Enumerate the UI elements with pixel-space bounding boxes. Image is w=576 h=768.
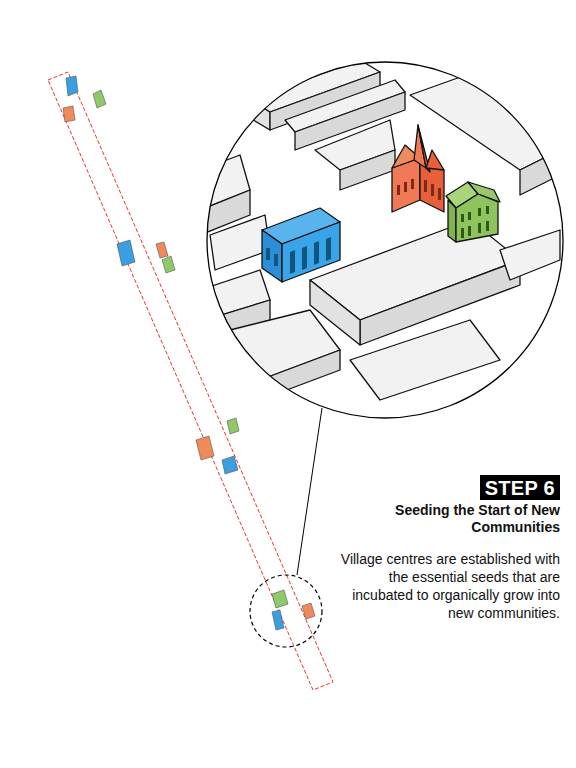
magnifier-ground (207, 62, 563, 418)
blue-hall (262, 208, 340, 282)
step-badge: STEP 6 (480, 475, 560, 500)
step-description: Village centres are established with the… (335, 550, 560, 622)
green-house (446, 182, 500, 242)
magnified-blocks (200, 60, 560, 400)
red-church (392, 125, 444, 212)
step-heading: Seeding the Start of New Communities (360, 502, 560, 536)
focus-circle (250, 575, 322, 647)
leader-line (297, 408, 322, 575)
magnifier-rim (207, 62, 563, 418)
